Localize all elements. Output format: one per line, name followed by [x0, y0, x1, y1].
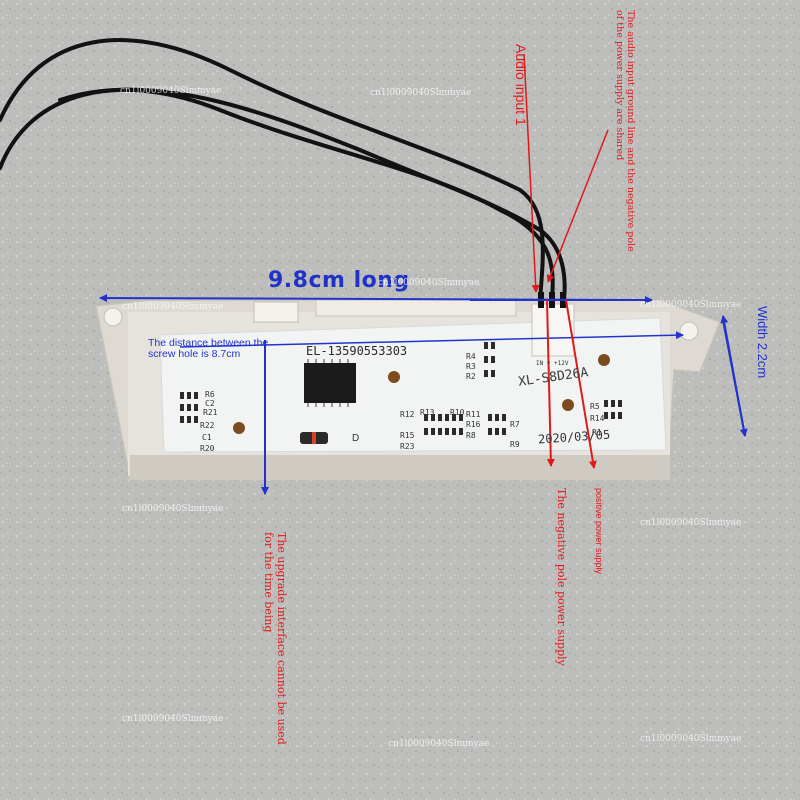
watermark: cn1l0009040Slmmyae [388, 739, 490, 749]
led [233, 422, 245, 434]
component-label: R1 [592, 428, 602, 437]
component-label: R5 [590, 402, 600, 411]
component-label: R3 [466, 362, 476, 371]
component-label: C2 [205, 399, 215, 408]
component-label: C1 [202, 433, 212, 442]
screw-distance-annotation: The distance between the screw hole is 8… [148, 337, 269, 360]
shared-ground-annotation: The audio input ground line and the nega… [614, 10, 636, 252]
component-label: R22 [200, 421, 215, 430]
watermark: cn1l0009040Slmmyae [122, 714, 224, 724]
component-label: R11 [466, 410, 481, 419]
component-label: R16 [466, 420, 481, 429]
led [388, 371, 400, 383]
led [598, 354, 610, 366]
watermark: cn1l0009040Slmmyae [122, 504, 224, 514]
component-label: R9 [510, 440, 520, 449]
watermark: cn1l0009040Slmmyae [378, 278, 480, 288]
diode-marking: D [352, 433, 360, 444]
led [562, 399, 574, 411]
positive-pole-line [565, 299, 597, 469]
watermark: cn1l0009040Slmmyae [120, 86, 222, 96]
negative-pole-line [546, 299, 555, 467]
screw-distance-line [179, 331, 684, 348]
positive-pole-annotation: positive power supply [594, 488, 604, 575]
component-label: R2 [466, 372, 476, 381]
component-label: R10 [450, 408, 465, 417]
watermark: cn1l0009040Slmmyae [640, 300, 742, 310]
watermark: cn1l0009040Slmmyae [640, 518, 742, 528]
width-dimension-line [720, 315, 746, 437]
width-annotation: Width 2.2cm [755, 306, 770, 379]
watermark: cn1l0009040Slmmyae [370, 88, 472, 98]
component-label: R8 [466, 431, 476, 440]
component-label: R13 [420, 408, 435, 417]
connector-label: IN + +12V [536, 360, 569, 367]
black-wires [0, 38, 567, 302]
watermark: cn1l0009040Slmmyae [640, 734, 742, 744]
component-label: R21 [203, 408, 218, 417]
upgrade-interface-annotation: The upgrade interface cannot be used for… [262, 532, 288, 745]
component-label: R15 [400, 431, 415, 440]
component-label: R14 [590, 414, 605, 423]
component-label: R20 [200, 444, 215, 453]
negative-pole-annotation: The negative pole power supply [555, 488, 568, 666]
audio-input-annotation: Audio input 1 [513, 44, 529, 126]
component-label: R7 [510, 420, 520, 429]
component-label: R12 [400, 410, 415, 419]
watermark: cn1l0009040Slmmyae [122, 302, 224, 312]
ic-chip [304, 363, 356, 403]
audio-input-line [523, 53, 540, 293]
board-phone-marking: EL-13590553303 [306, 344, 408, 358]
pcb [159, 292, 667, 453]
length-annotation: 9.8cm long [268, 268, 410, 293]
component-label: R23 [400, 442, 415, 451]
component-label: R4 [466, 352, 476, 361]
shared-ground-line [546, 129, 609, 283]
component-label: R6 [205, 390, 215, 399]
connector [531, 303, 575, 357]
